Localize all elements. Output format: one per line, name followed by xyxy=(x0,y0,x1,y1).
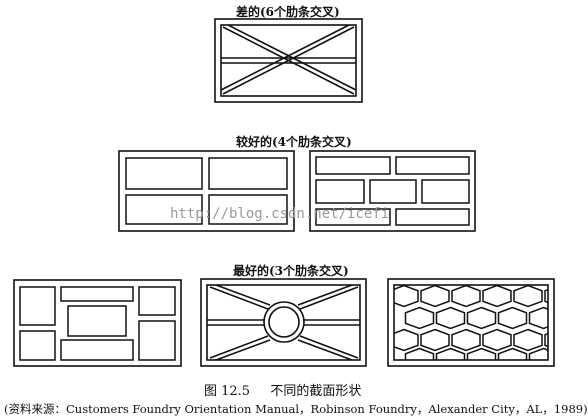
better-right-cell xyxy=(315,179,365,204)
best-left-outer-frame xyxy=(13,279,182,367)
better-right-cell xyxy=(421,179,470,204)
best-right-hex-cell xyxy=(466,306,497,330)
bad-diagonal-rib-b2 xyxy=(220,24,350,91)
best-right-hex-cell xyxy=(435,306,466,330)
section-better-2x2-grid xyxy=(118,150,295,232)
best-sections-label: 最好的(3个肋条交叉) xyxy=(233,264,349,278)
best-right-hex-cell xyxy=(420,328,450,352)
watermark-url: http://blog.csdn.net/icefi xyxy=(170,206,390,222)
best-right-hex-cell xyxy=(497,306,528,330)
best-right-hex-cell xyxy=(482,328,512,352)
section-best-offset-blocks xyxy=(13,279,182,367)
best-right-inner-frame xyxy=(393,284,549,361)
best-right-hex-cell xyxy=(451,285,481,308)
bad-outer-frame xyxy=(214,18,363,103)
best-right-outer-frame xyxy=(387,278,555,367)
best-right-hex-cell xyxy=(394,285,419,308)
best-middle-spoke xyxy=(215,339,271,361)
best-right-hex-cell xyxy=(482,285,512,308)
best-left-cell xyxy=(60,339,134,361)
better-right-cell xyxy=(315,156,391,175)
best-right-hex-cell xyxy=(404,306,435,330)
best-right-hex-cell xyxy=(394,328,419,352)
section-better-staggered-grid xyxy=(309,150,476,232)
cross-section-diagrams xyxy=(13,18,555,367)
better-right-cell xyxy=(315,208,391,226)
best-right-hex-cell xyxy=(513,328,543,352)
best-middle-spoke xyxy=(209,286,269,310)
best-left-cell xyxy=(67,305,127,337)
best-right-hex-cell xyxy=(513,285,543,308)
best-right-hex-cell xyxy=(528,306,548,330)
best-right-hex-cell xyxy=(544,288,548,304)
best-right-hex-cell xyxy=(451,328,481,352)
best-left-cell xyxy=(138,286,176,316)
better-right-cell xyxy=(395,208,470,226)
best-right-hex-cell xyxy=(435,347,466,360)
figure-caption: 图 12.5 不同的截面形状 xyxy=(204,380,361,399)
section-bad-x-pattern xyxy=(214,18,363,103)
better-right-cell xyxy=(369,179,417,204)
better-left-cell xyxy=(208,194,288,225)
best-right-hex-cell xyxy=(528,347,548,360)
best-right-hex-cell xyxy=(544,332,548,348)
figure-number: 图 12.5 xyxy=(204,384,251,399)
bad-diagonal-rib-b1 xyxy=(222,26,355,95)
better-right-outer-frame xyxy=(309,150,476,232)
best-middle-hub-inner xyxy=(268,306,300,338)
best-right-hex-cell xyxy=(420,285,450,308)
best-middle-spoke xyxy=(297,339,353,361)
bad-diagonal-rib-a2 xyxy=(227,24,357,91)
best-middle-hub-outer xyxy=(263,301,305,343)
best-left-cell xyxy=(138,320,176,361)
better-right-cell xyxy=(395,156,470,175)
best-middle-outer-frame xyxy=(200,278,367,367)
better-left-cell xyxy=(125,194,203,225)
bad-inner-frame xyxy=(220,24,357,97)
bad-sections-label: 差的(6个肋条交叉) xyxy=(236,5,340,19)
better-left-outer-frame xyxy=(118,150,295,232)
section-best-hexagonal xyxy=(387,278,555,367)
better-sections-label: 较好的(4个肋条交叉) xyxy=(236,135,352,149)
best-middle-spoke xyxy=(215,284,271,306)
figure-title: 不同的截面形状 xyxy=(270,384,362,399)
best-middle-inner-frame xyxy=(206,284,361,361)
section-best-hub-spokes xyxy=(200,278,367,367)
best-middle-spoke xyxy=(297,284,353,306)
best-left-cell xyxy=(19,286,56,326)
best-right-hex-cell xyxy=(497,347,528,360)
figure-source: (资料来源：Customers Foundry Orientation Manu… xyxy=(4,402,588,416)
best-middle-spoke xyxy=(209,335,269,359)
best-left-cell xyxy=(60,286,134,302)
best-right-hex-cell xyxy=(404,347,435,360)
better-left-cell xyxy=(125,157,203,190)
best-left-cell xyxy=(19,330,56,361)
better-left-cell xyxy=(208,157,288,190)
best-middle-spoke xyxy=(299,335,359,359)
best-middle-spoke xyxy=(299,286,359,310)
best-right-hex-cell xyxy=(466,347,497,360)
